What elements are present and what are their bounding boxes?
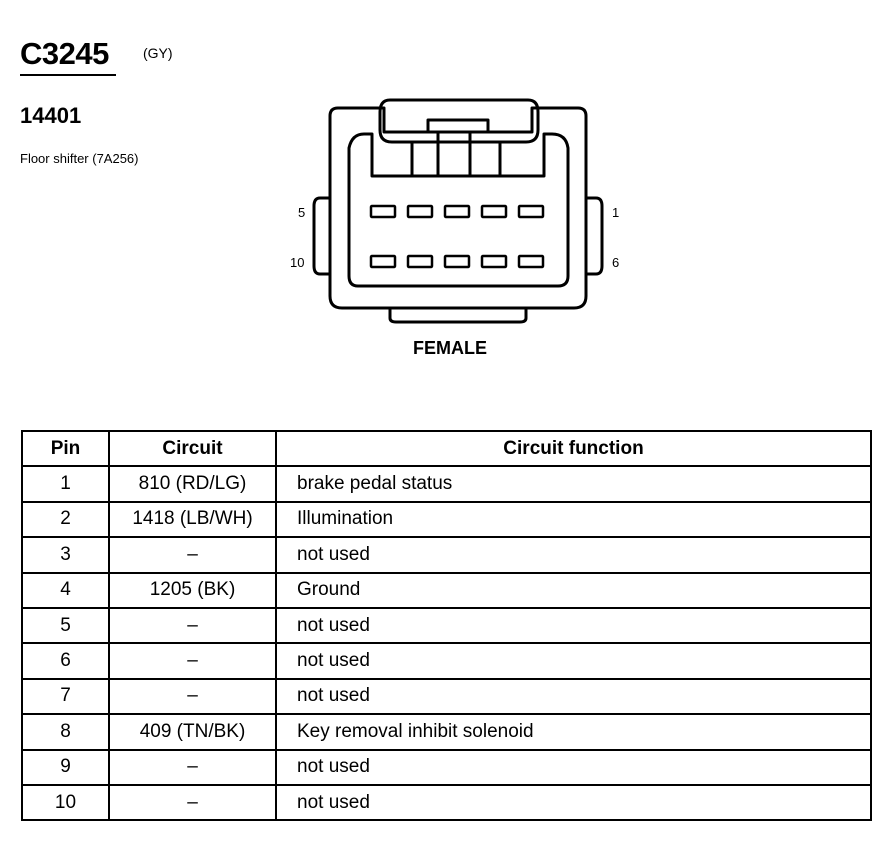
pin-label-bottom-right: 6 (612, 255, 620, 270)
side-key-left (312, 196, 330, 276)
pin-label-top-right: 1 (612, 205, 620, 220)
cell-circuit: – (108, 748, 277, 786)
cell-circuit: 409 (TN/BK) (108, 713, 277, 751)
connector-color-code: (GY) (143, 45, 173, 61)
pin-cavity-10 (369, 254, 397, 269)
pin-cavity-7 (480, 254, 508, 269)
header-circuit-function: Circuit function (275, 429, 872, 468)
cell-pin: 4 (21, 571, 110, 609)
connector-id: C3245 (20, 36, 109, 71)
side-key-right (586, 196, 604, 276)
table-row: 6–not used (21, 642, 872, 680)
pin-label-top-left: 5 (298, 205, 306, 220)
cell-circuit-function: not used (275, 677, 872, 716)
pin-cavity-1 (517, 204, 545, 219)
table-row: 9–not used (21, 748, 872, 786)
cell-circuit-function: not used (275, 783, 872, 822)
cell-pin: 1 (21, 465, 110, 503)
table-row: 10–not used (21, 783, 872, 822)
cell-circuit-function: not used (275, 642, 872, 680)
cell-circuit: – (108, 783, 277, 822)
cell-pin: 3 (21, 536, 110, 574)
table-row: 7–not used (21, 677, 872, 716)
cell-circuit-function: brake pedal status (275, 465, 872, 503)
cell-circuit: 810 (RD/LG) (108, 465, 277, 503)
connector-housing-outline (328, 106, 588, 310)
cell-circuit-function: not used (275, 536, 872, 574)
part-number: 14401 (20, 103, 82, 128)
cell-circuit-function: Illumination (275, 500, 872, 539)
pin-cavity-2 (480, 204, 508, 219)
cell-circuit-function: Ground (275, 571, 872, 609)
cell-pin: 8 (21, 713, 110, 751)
cell-circuit: 1418 (LB/WH) (108, 500, 277, 539)
latch-tab (426, 118, 490, 134)
header-circuit: Circuit (108, 429, 277, 468)
connector-face-diagram (312, 98, 604, 324)
cell-circuit: – (108, 677, 277, 716)
pin-cavity-6 (517, 254, 545, 269)
cell-pin: 2 (21, 500, 110, 539)
cell-circuit: – (108, 606, 277, 645)
pin-cavity-5 (369, 204, 397, 219)
connector-inner-cavity (347, 132, 570, 288)
connector-bottom-tab (388, 308, 528, 324)
table-row: 5–not used (21, 606, 872, 645)
cell-circuit: 1205 (BK) (108, 571, 277, 609)
cell-pin: 10 (21, 783, 110, 822)
cell-circuit: – (108, 536, 277, 574)
pin-cavity-9 (406, 254, 434, 269)
pin-cavity-8 (443, 254, 471, 269)
component-name: Floor shifter (7A256) (20, 151, 139, 166)
connector-view-label: FEMALE (413, 338, 487, 358)
table-header-row: Pin Circuit Circuit function (21, 429, 872, 468)
cell-circuit: – (108, 642, 277, 680)
connector-id-underline (20, 74, 116, 76)
table-row: 3–not used (21, 536, 872, 574)
cell-pin: 7 (21, 677, 110, 716)
cell-circuit-function: not used (275, 748, 872, 786)
cell-pin: 5 (21, 606, 110, 645)
pin-label-bottom-left: 10 (290, 255, 305, 270)
pin-cavity-3 (443, 204, 471, 219)
cell-circuit-function: not used (275, 606, 872, 645)
cell-pin: 9 (21, 748, 110, 786)
pin-cavity-4 (406, 204, 434, 219)
cell-pin: 6 (21, 642, 110, 680)
connector-latch (378, 98, 540, 144)
header-pin: Pin (21, 429, 110, 468)
cell-circuit-function: Key removal inhibit solenoid (275, 713, 872, 751)
